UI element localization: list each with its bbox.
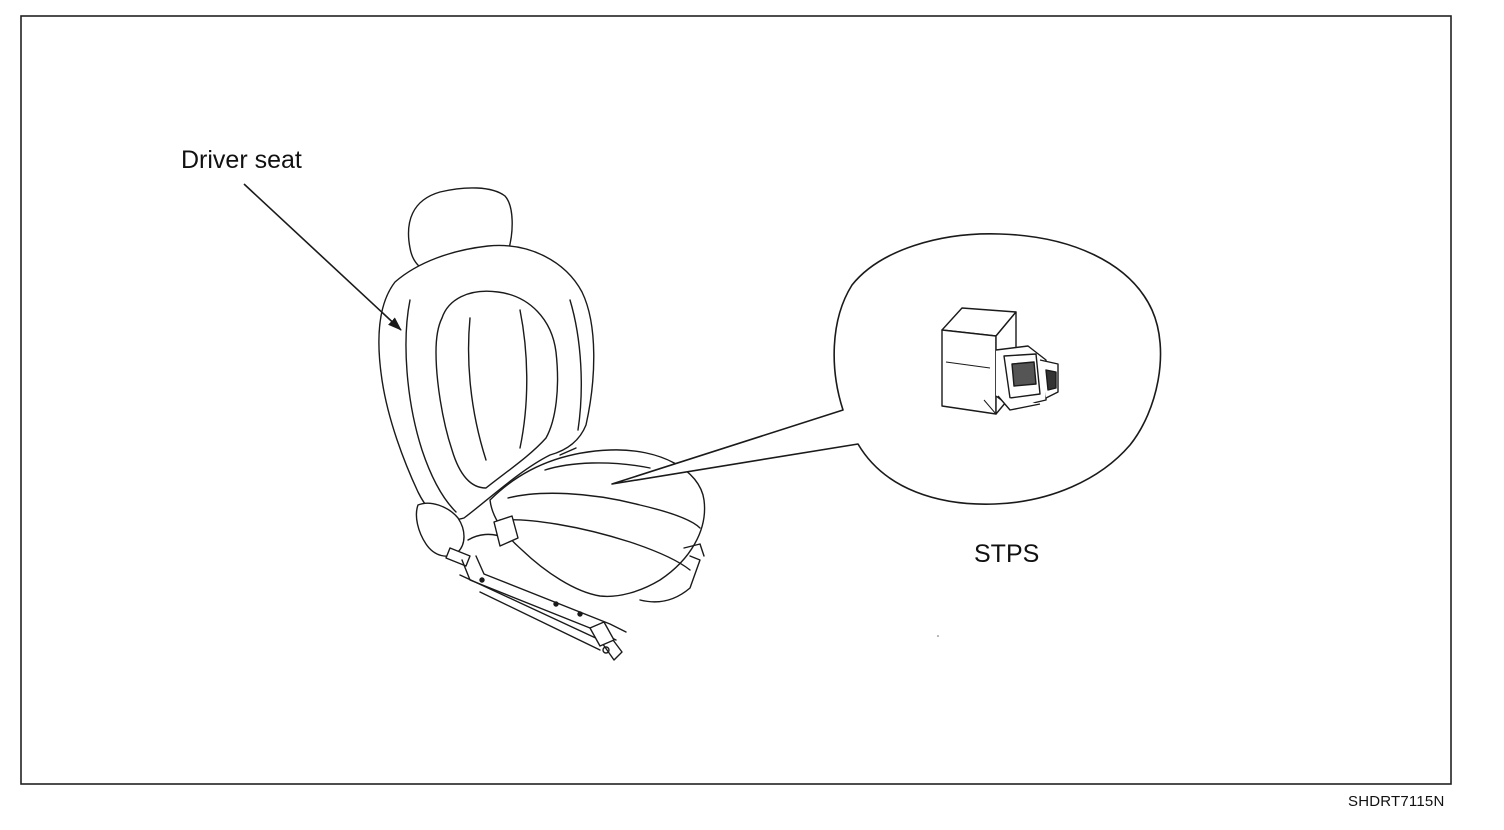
seat-cushion (489, 447, 706, 598)
figure-code: SHDRT7115N (1348, 793, 1445, 810)
seat-recliner (415, 502, 519, 567)
scan-speck (937, 635, 939, 637)
stps-callout (611, 233, 1162, 505)
driver-seat-label: Driver seat (181, 146, 302, 174)
stps-sensor (941, 307, 1059, 415)
driver-seat-arrow (243, 183, 402, 331)
seat-rails (459, 543, 705, 661)
diagram-frame (20, 15, 1452, 785)
driver-seat-illustration (378, 187, 706, 661)
stps-label: STPS (974, 540, 1040, 568)
seat-back (378, 244, 595, 521)
callout-bubble (611, 233, 1162, 505)
